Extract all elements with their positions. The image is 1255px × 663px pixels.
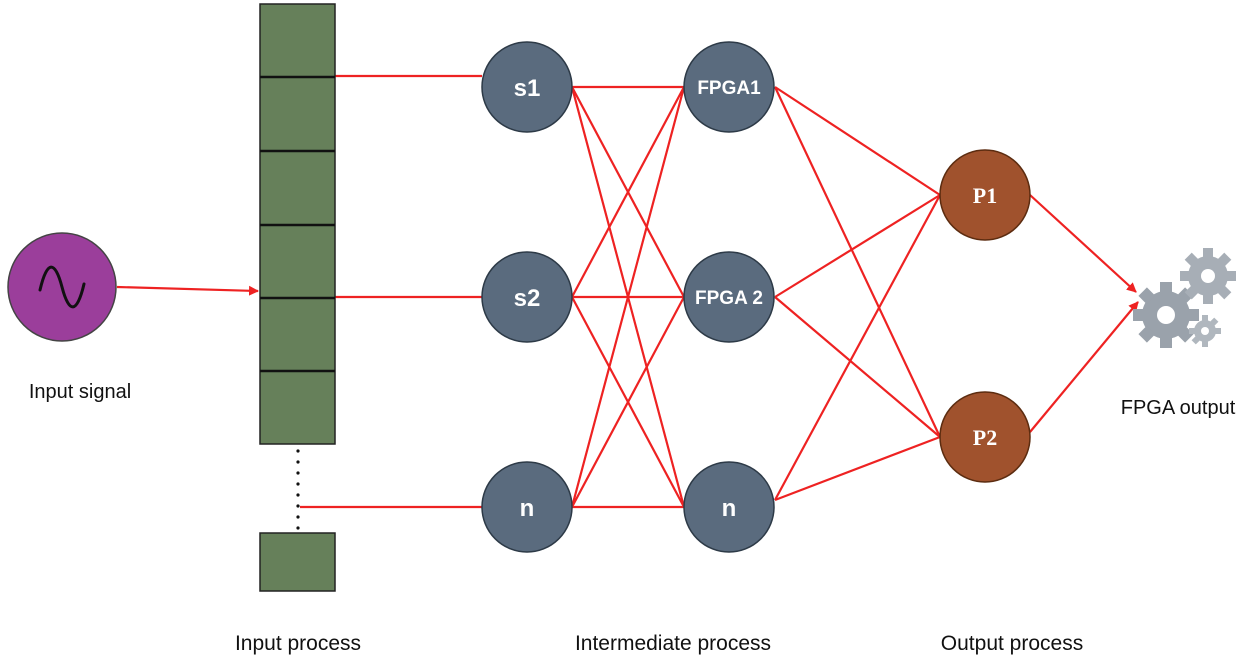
buffer-last-cell xyxy=(259,532,336,592)
arrow-p1-to-output xyxy=(1029,194,1137,293)
output-node-p2: P2 xyxy=(939,391,1031,483)
stage1-node-s1-label: s1 xyxy=(514,75,541,102)
connection-lines xyxy=(116,74,1139,509)
link-s2-fpga1 xyxy=(571,86,685,298)
arrow-p2-to-output xyxy=(1029,301,1139,433)
stage1-node-n: n xyxy=(481,461,573,553)
stage1-node-s2: s2 xyxy=(481,251,573,343)
arrow-signal-to-buffer xyxy=(116,285,259,296)
intermediate-process-label: Intermediate process xyxy=(575,632,771,655)
stage2-node-n-label: n xyxy=(722,495,737,522)
stage1-node-s1: s1 xyxy=(481,41,573,133)
stage1-node-s2-label: s2 xyxy=(514,285,541,312)
link-sn-fpga2 xyxy=(571,296,685,508)
stage2-node-fpga2-label: FPGA 2 xyxy=(695,288,763,309)
fpga-output-label: FPGA output xyxy=(1121,397,1236,419)
link-fpga1-p1 xyxy=(774,86,941,196)
link-fpgan-p1 xyxy=(774,194,941,501)
link-sn-fpga1 xyxy=(570,86,686,508)
input-signal-label: Input signal xyxy=(29,381,131,403)
link-fpgan-p2 xyxy=(774,435,941,502)
sine-wave-icon xyxy=(38,265,86,309)
input-process-label: Input process xyxy=(235,632,361,655)
stage2-node-fpga1: FPGA1 xyxy=(683,41,775,133)
input-signal-node xyxy=(7,232,117,342)
stage1-node-n-label: n xyxy=(520,495,535,522)
gears-icon xyxy=(1133,248,1236,348)
link-fpga2-p1 xyxy=(774,194,941,298)
output-node-p2-label: P2 xyxy=(973,425,997,450)
input-buffer-column xyxy=(259,3,336,592)
vertical-dots-icon xyxy=(296,449,300,530)
stage2-node-fpga1-label: FPGA1 xyxy=(697,78,761,99)
stage2-node-n: n xyxy=(683,461,775,553)
output-node-p1: P1 xyxy=(939,149,1031,241)
stage2-node-fpga2: FPGA 2 xyxy=(683,251,775,343)
output-node-p1-label: P1 xyxy=(973,183,997,208)
link-fpga1-p2 xyxy=(774,86,941,438)
link-fpga2-p2 xyxy=(774,296,941,438)
output-process-label: Output process xyxy=(941,632,1083,655)
